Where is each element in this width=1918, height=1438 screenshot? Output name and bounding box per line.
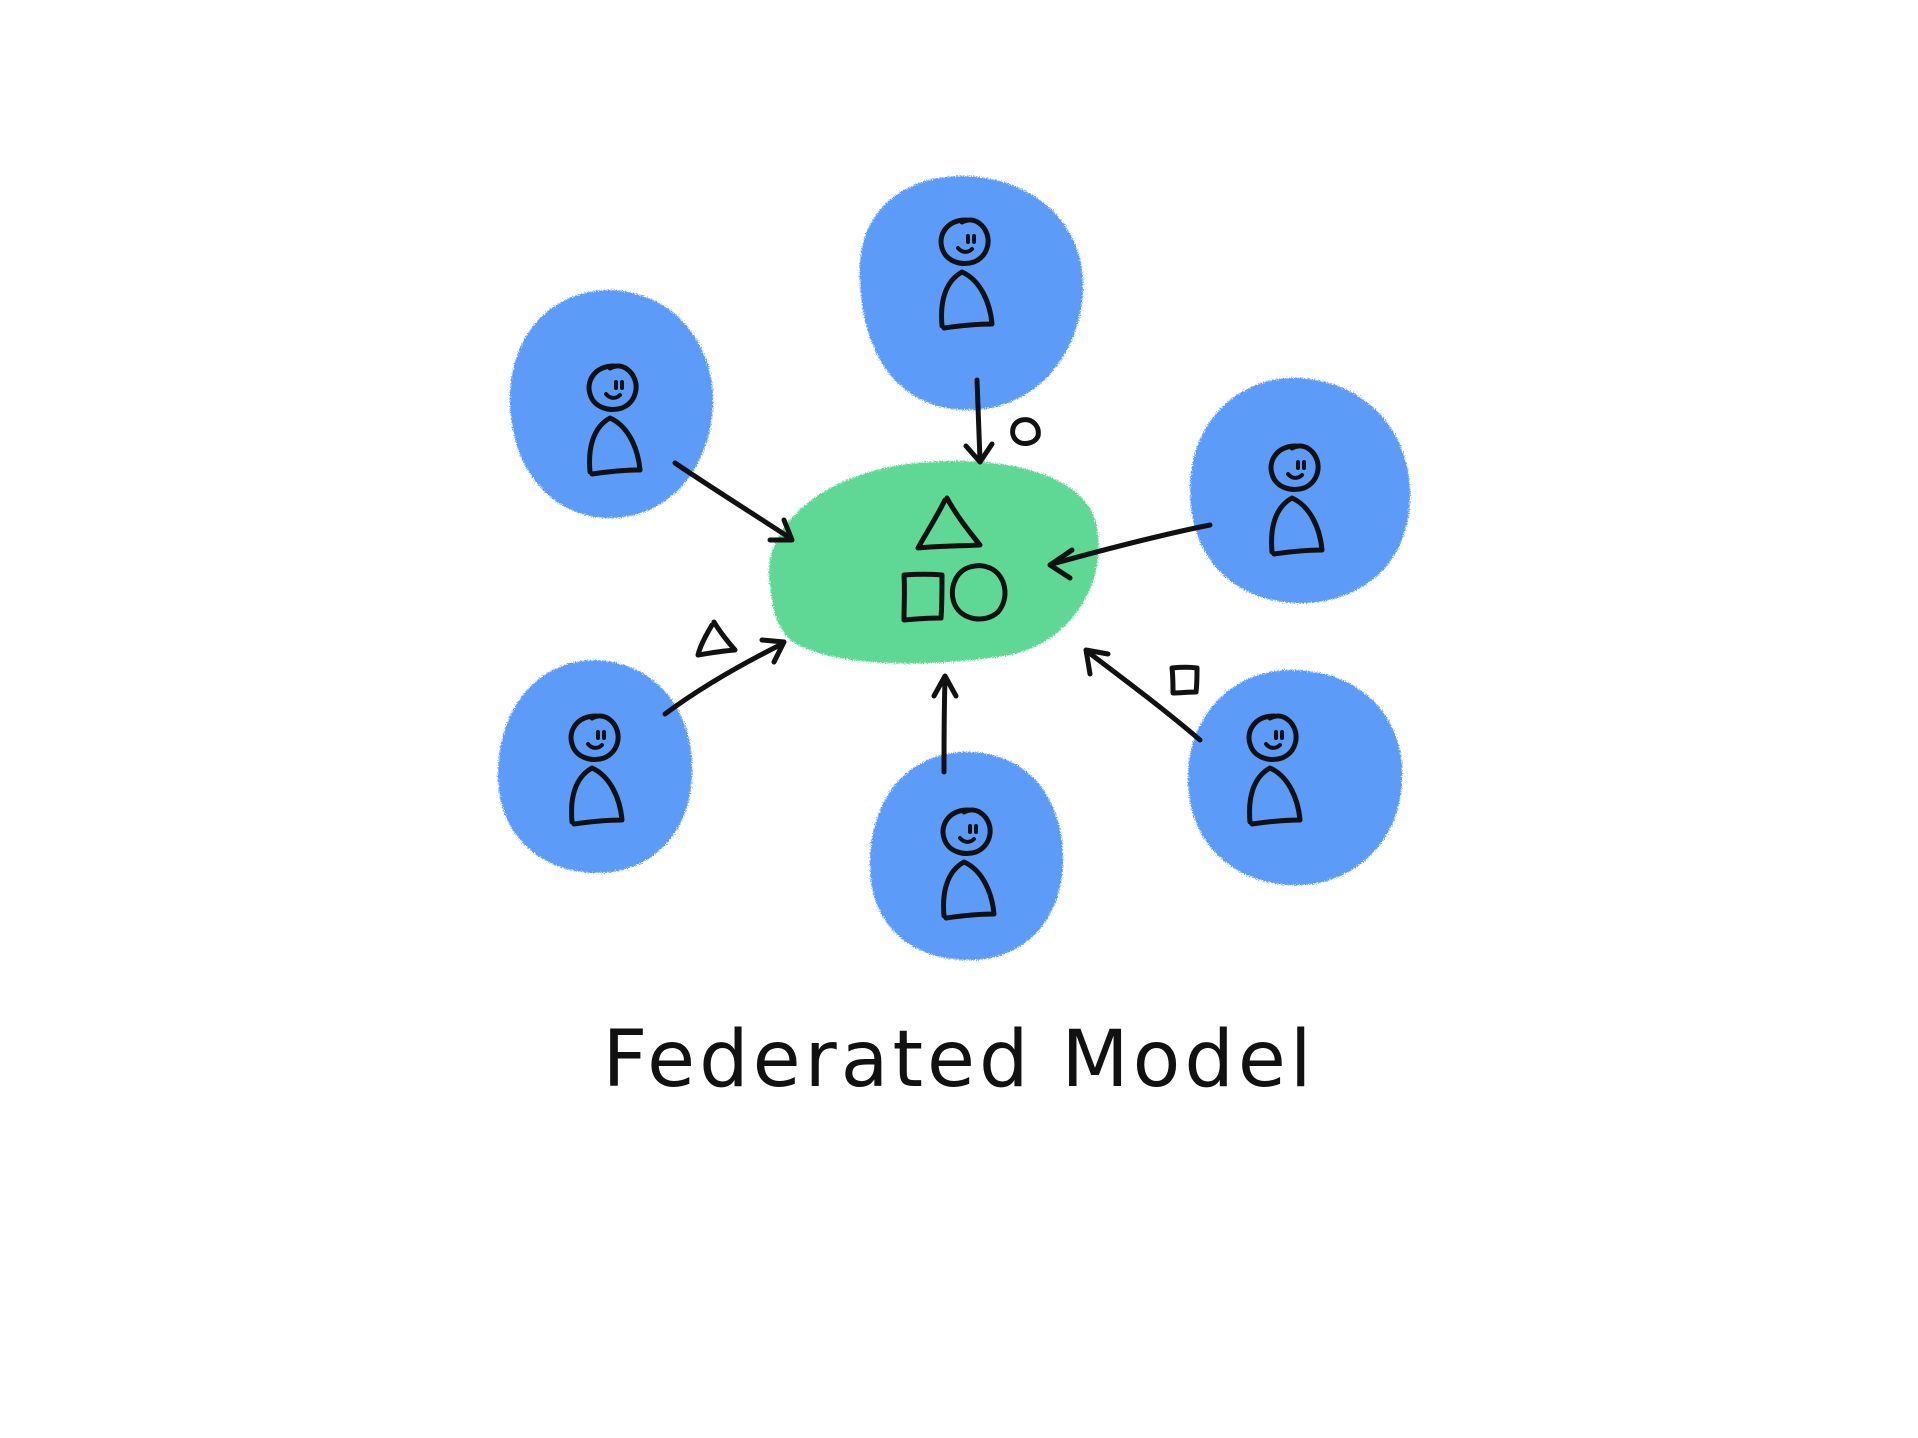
- update-triangle-icon: [695, 619, 738, 658]
- arrow-bottom: [931, 673, 959, 775]
- participant-blob-lower-right: [1187, 669, 1403, 886]
- square-icon: [901, 571, 945, 623]
- arrow-top: [963, 377, 995, 465]
- server-blob: [768, 460, 1099, 664]
- diagram-title: Federated Model: [602, 1015, 1316, 1105]
- arrow-upper-right: [1047, 522, 1213, 581]
- circle-icon: [949, 563, 1008, 622]
- triangle-icon: [915, 495, 983, 551]
- update-square-icon: [1169, 664, 1200, 696]
- participant-blob-bottom: [869, 751, 1064, 961]
- participant-blob-top: [859, 175, 1084, 411]
- arrow-lower-right: [1083, 647, 1203, 743]
- participant-blob-lower-left: [497, 660, 693, 874]
- update-circle-icon: [1010, 417, 1041, 446]
- arrow-upper-left: [672, 460, 795, 543]
- arrow-lower-left: [662, 637, 787, 717]
- participant-blob-upper-left: [509, 290, 714, 519]
